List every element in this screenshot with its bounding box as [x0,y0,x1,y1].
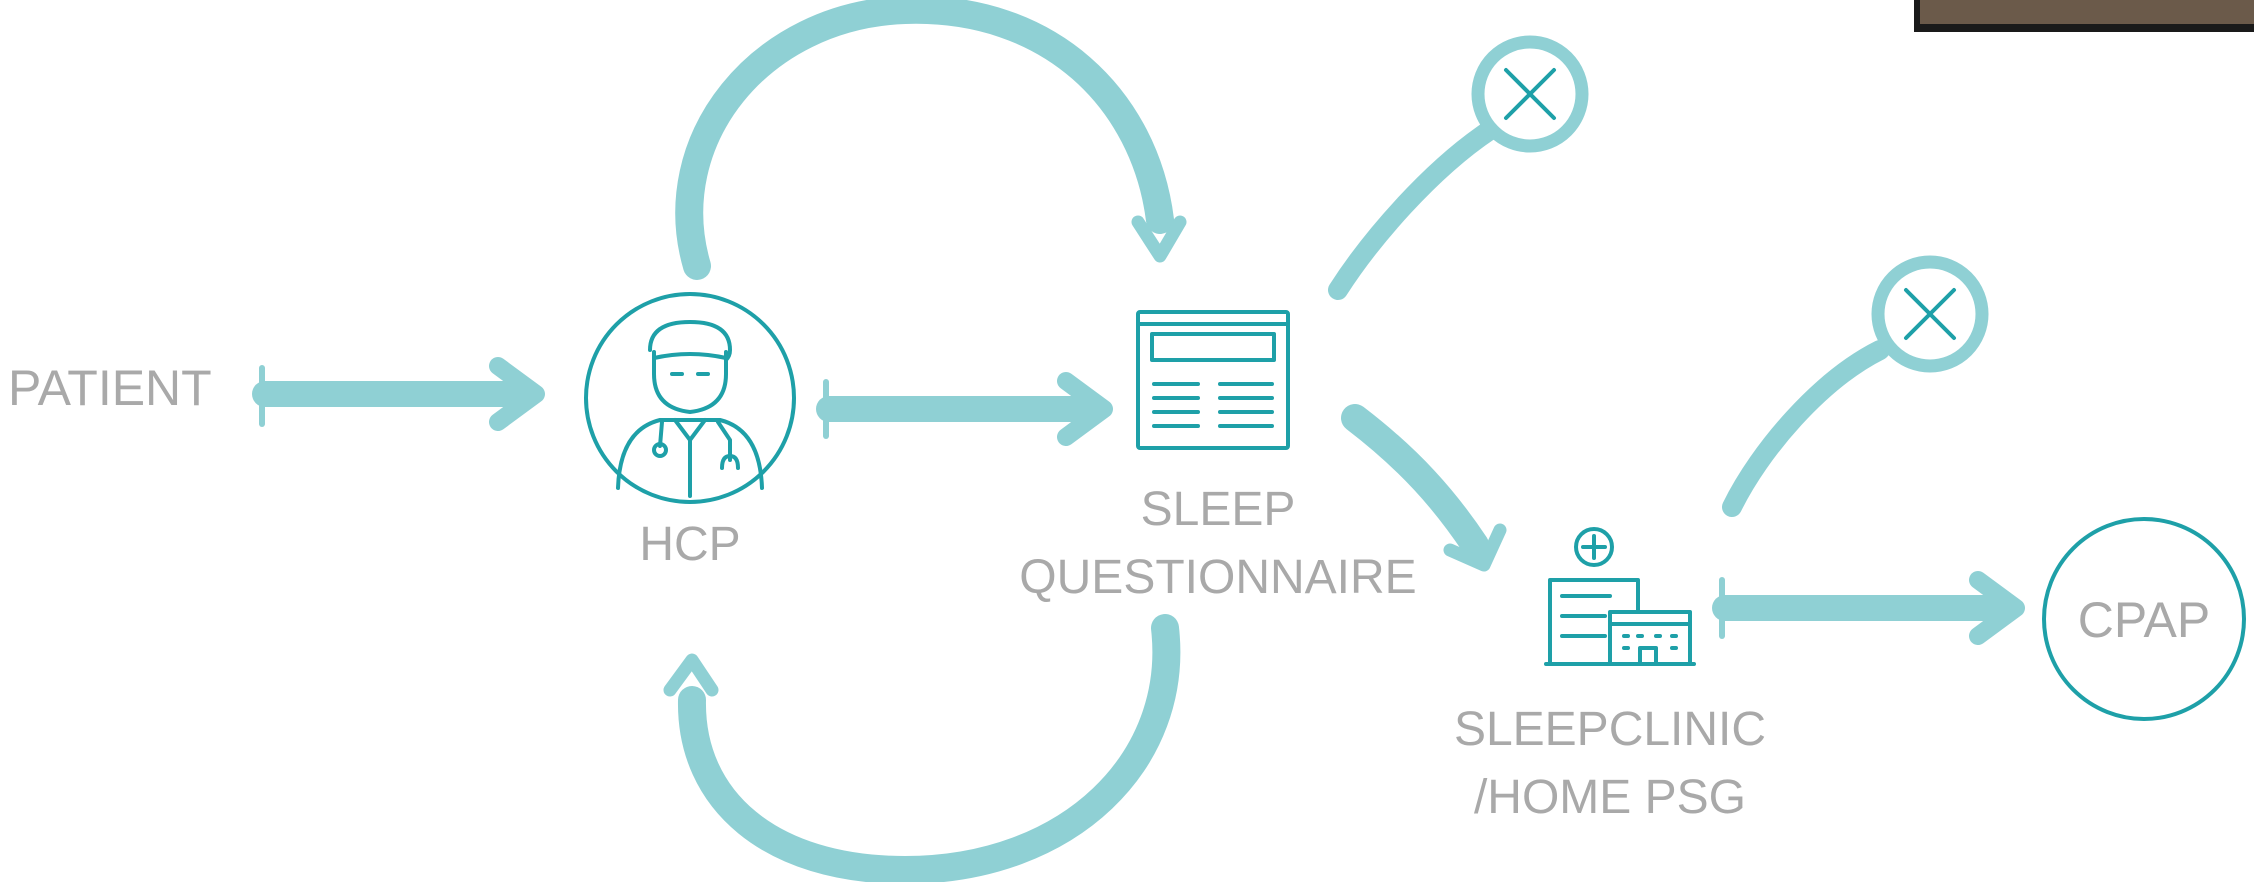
reject-branch-questionnaire [1328,35,1589,300]
reject-branch-sleepclinic [1722,255,1989,517]
arrow-hcp-to-questionnaire [816,372,1113,446]
doctor-icon [616,320,764,498]
questionnaire-icon [1136,310,1290,450]
loop-arrow-bottom [663,614,1181,882]
cpap-label: CPAP [2078,592,2210,648]
questionnaire-label-line2: QUESTIONNAIRE [1019,551,1416,604]
questionnaire-node [1136,310,1290,450]
patient-label: PATIENT [8,360,212,416]
hcp-node [584,292,796,504]
hcp-label: HCP [639,518,740,571]
close-icon [1904,288,1956,340]
clinic-icon [1544,527,1696,666]
sleepclinic-label-line2: /HOME PSG [1474,771,1746,824]
loop-arrow-top [675,0,1187,280]
webcam-inset [1914,0,2254,32]
questionnaire-label-line1: SLEEP [1141,483,1296,536]
sleepclinic-label-line1: SLEEPCLINIC [1454,703,1766,756]
arrow-patient-to-hcp [252,357,545,431]
arrow-questionnaire-to-sleepclinic [1341,404,1507,572]
close-icon [1504,68,1556,120]
cpap-node: CPAP [2042,517,2246,721]
sleepclinic-node [1544,527,1696,666]
arrow-sleepclinic-to-cpap [1712,571,2025,645]
